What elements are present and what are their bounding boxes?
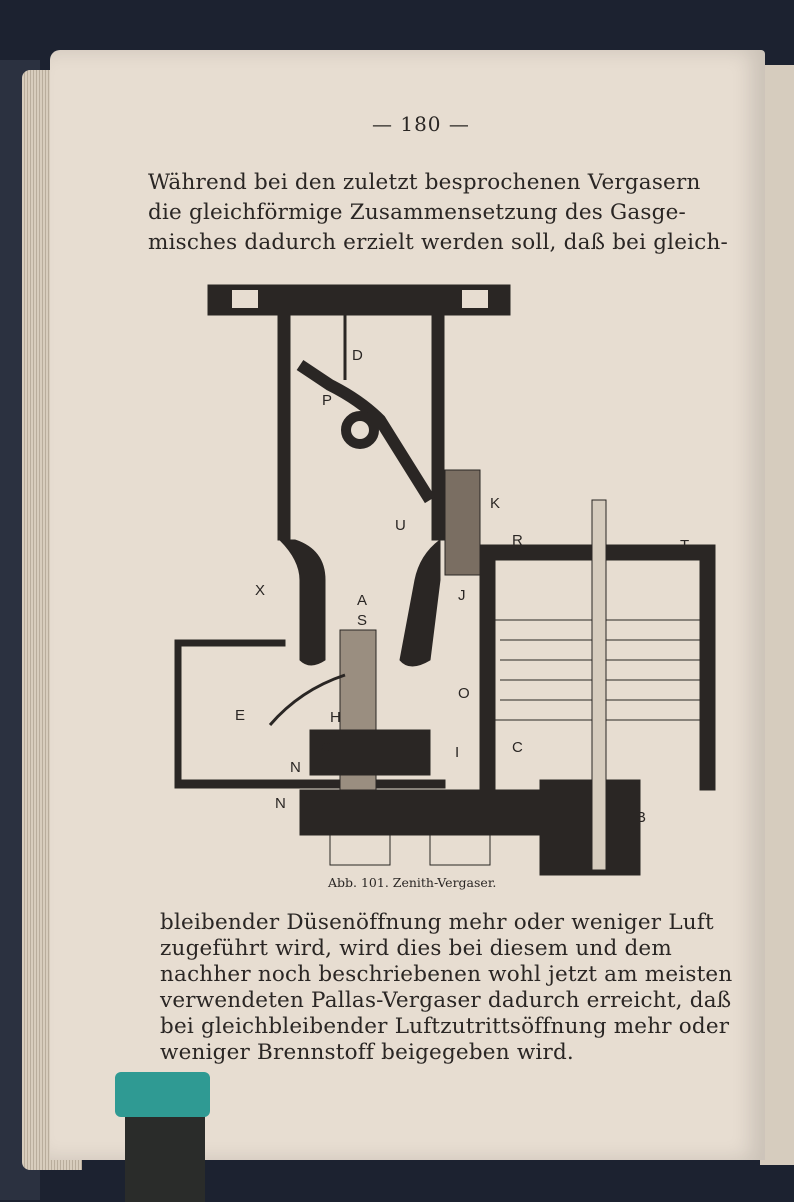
diagram-label: A [357, 592, 367, 609]
diagram-label: D [352, 347, 363, 364]
diagram-label: X [255, 582, 265, 599]
diagram-label: I [455, 744, 459, 761]
text-line: misches dadurch erzielt werden soll, daß… [148, 230, 728, 255]
diagram-label: M [455, 849, 468, 866]
diagram-label: U [395, 517, 406, 534]
diagram-label: L [355, 849, 363, 866]
diagram-label: B [636, 809, 646, 826]
diagram-label: S [357, 612, 367, 629]
diagram-label: O [458, 685, 470, 702]
diagram-label: C [512, 739, 523, 756]
carburetor-diagram: D P K U R T X A S J E H O G F I C N N L … [174, 284, 716, 876]
figure-caption: Abb. 101. Zenith-Vergaser. [328, 875, 497, 890]
diagram-label: K [490, 495, 500, 512]
diagram-label: N [275, 795, 286, 812]
diagram-label: H [330, 709, 341, 726]
text-line: zugeführt wird, wird dies bei diesem und… [160, 936, 672, 961]
page-clip [115, 1072, 210, 1202]
right-page-edge [760, 65, 794, 1165]
page-number: — 180 — [372, 112, 470, 136]
diagram-label: F [407, 739, 416, 756]
diagram-label: G [320, 739, 332, 756]
text-line: Während bei den zuletzt besprochenen Ver… [148, 170, 701, 195]
diagram-label: R [512, 532, 523, 549]
text-line: bei gleichbleibender Luftzutrittsöffnung… [160, 1014, 730, 1039]
book-page [50, 50, 765, 1160]
clip-body [125, 1112, 205, 1202]
diagram-label: N [290, 759, 301, 776]
text-line: die gleichförmige Zusammensetzung des Ga… [148, 200, 687, 225]
text-line: weniger Brennstoff beigegeben wird. [160, 1040, 574, 1065]
text-line: nachher noch beschriebenen wohl jetzt am… [160, 962, 733, 987]
diagram-label: T [680, 537, 689, 554]
text-line: bleibender Düsenöffnung mehr oder wenige… [160, 910, 714, 935]
diagram-label: P [322, 392, 332, 409]
diagram-label: J [458, 587, 466, 604]
text-line: verwendeten Pallas-Vergaser dadurch erre… [160, 988, 732, 1013]
diagram-label: E [235, 707, 245, 724]
clip-top [115, 1072, 210, 1117]
